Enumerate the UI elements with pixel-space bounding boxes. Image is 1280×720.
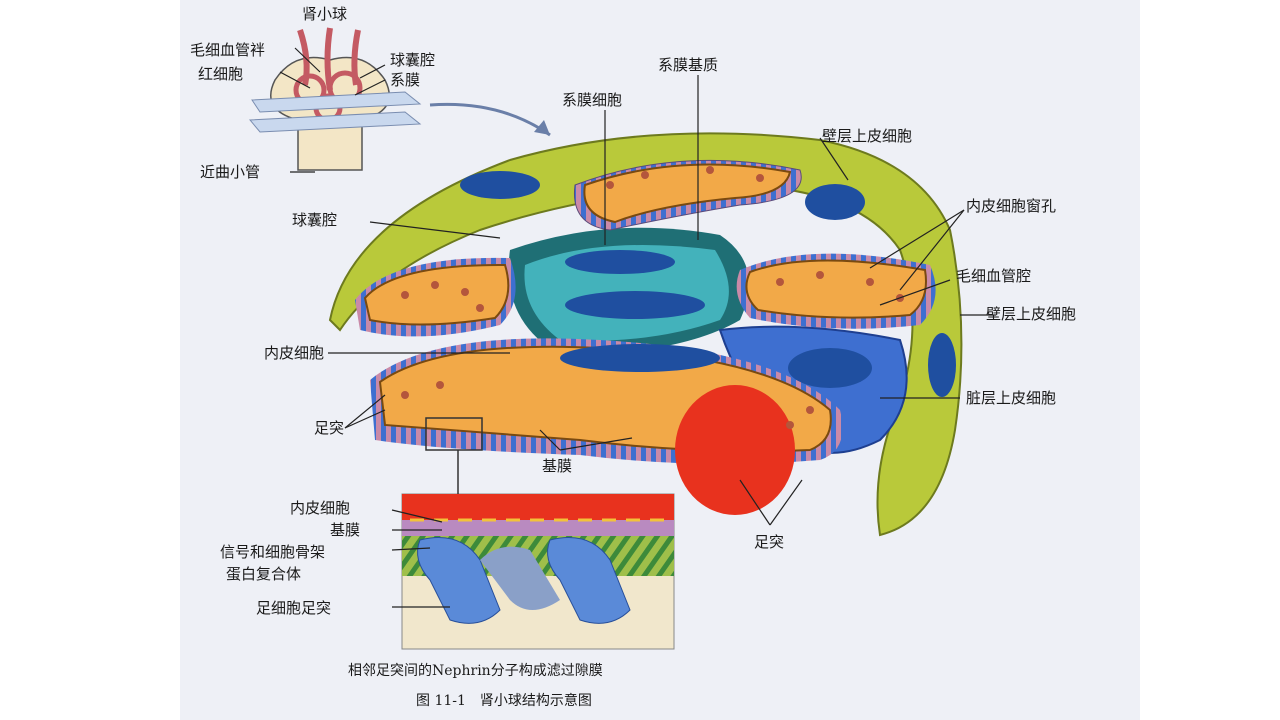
label-inset-signal-2: 蛋白复合体 — [226, 565, 302, 583]
mesangial-nucleus — [565, 291, 705, 319]
label-capsule-space: 球囊腔 — [292, 211, 338, 229]
label-basement-membrane: 基膜 — [542, 457, 573, 475]
parietal-nucleus — [805, 184, 865, 220]
glomerulus-figure: 肾小球 毛细血管袢 红细胞 球囊腔 系膜 近曲小管 系膜基质 系膜细胞 壁层上皮… — [180, 0, 1140, 720]
label-capsule-space-top: 球囊腔 — [390, 51, 436, 69]
podocyte-nucleus — [788, 348, 872, 388]
label-fenestra: 内皮细胞窗孔 — [966, 197, 1057, 215]
label-inset-signal-1: 信号和细胞骨架 — [220, 543, 326, 561]
diagram-drawing — [248, 27, 996, 650]
label-parietal-epi-2: 壁层上皮细胞 — [986, 305, 1077, 323]
label-visceral-epi: 脏层上皮细胞 — [966, 389, 1057, 407]
label-foot-process-left: 足突 — [314, 419, 345, 437]
parietal-nucleus — [460, 171, 540, 199]
parietal-nucleus — [928, 333, 956, 397]
label-mesangial-matrix: 系膜基质 — [658, 56, 719, 74]
label-pct: 近曲小管 — [200, 163, 261, 181]
label-capillary-loop: 毛细血管袢 — [190, 41, 266, 59]
mesangial-nucleus — [565, 250, 675, 274]
caption-line2: 图 11-1 肾小球结构示意图 — [416, 693, 592, 709]
leader-lines — [279, 47, 996, 608]
label-inset-bm: 基膜 — [330, 521, 361, 539]
endothelial-nucleus — [560, 344, 720, 372]
inset-detail — [401, 417, 675, 650]
label-foot-process-right: 足突 — [754, 533, 785, 551]
label-inset-foot: 足细胞足突 — [256, 599, 332, 617]
red-blood-cell — [675, 385, 795, 515]
label-mesangial-cell: 系膜细胞 — [562, 91, 623, 109]
label-capillary-lumen: 毛细血管腔 — [956, 267, 1032, 285]
label-mesangium-top: 系膜 — [390, 71, 421, 89]
glomerulus-sketch — [248, 27, 551, 171]
label-rbc: 红细胞 — [198, 65, 244, 83]
label-endothelial-cell: 内皮细胞 — [264, 344, 325, 362]
label-inset-endothelial: 内皮细胞 — [290, 499, 351, 517]
label-glomerulus: 肾小球 — [302, 5, 348, 23]
caption-line1: 相邻足突间的Nephrin分子构成滤过隙膜 — [348, 663, 603, 679]
label-parietal-epi-1: 壁层上皮细胞 — [822, 127, 913, 145]
